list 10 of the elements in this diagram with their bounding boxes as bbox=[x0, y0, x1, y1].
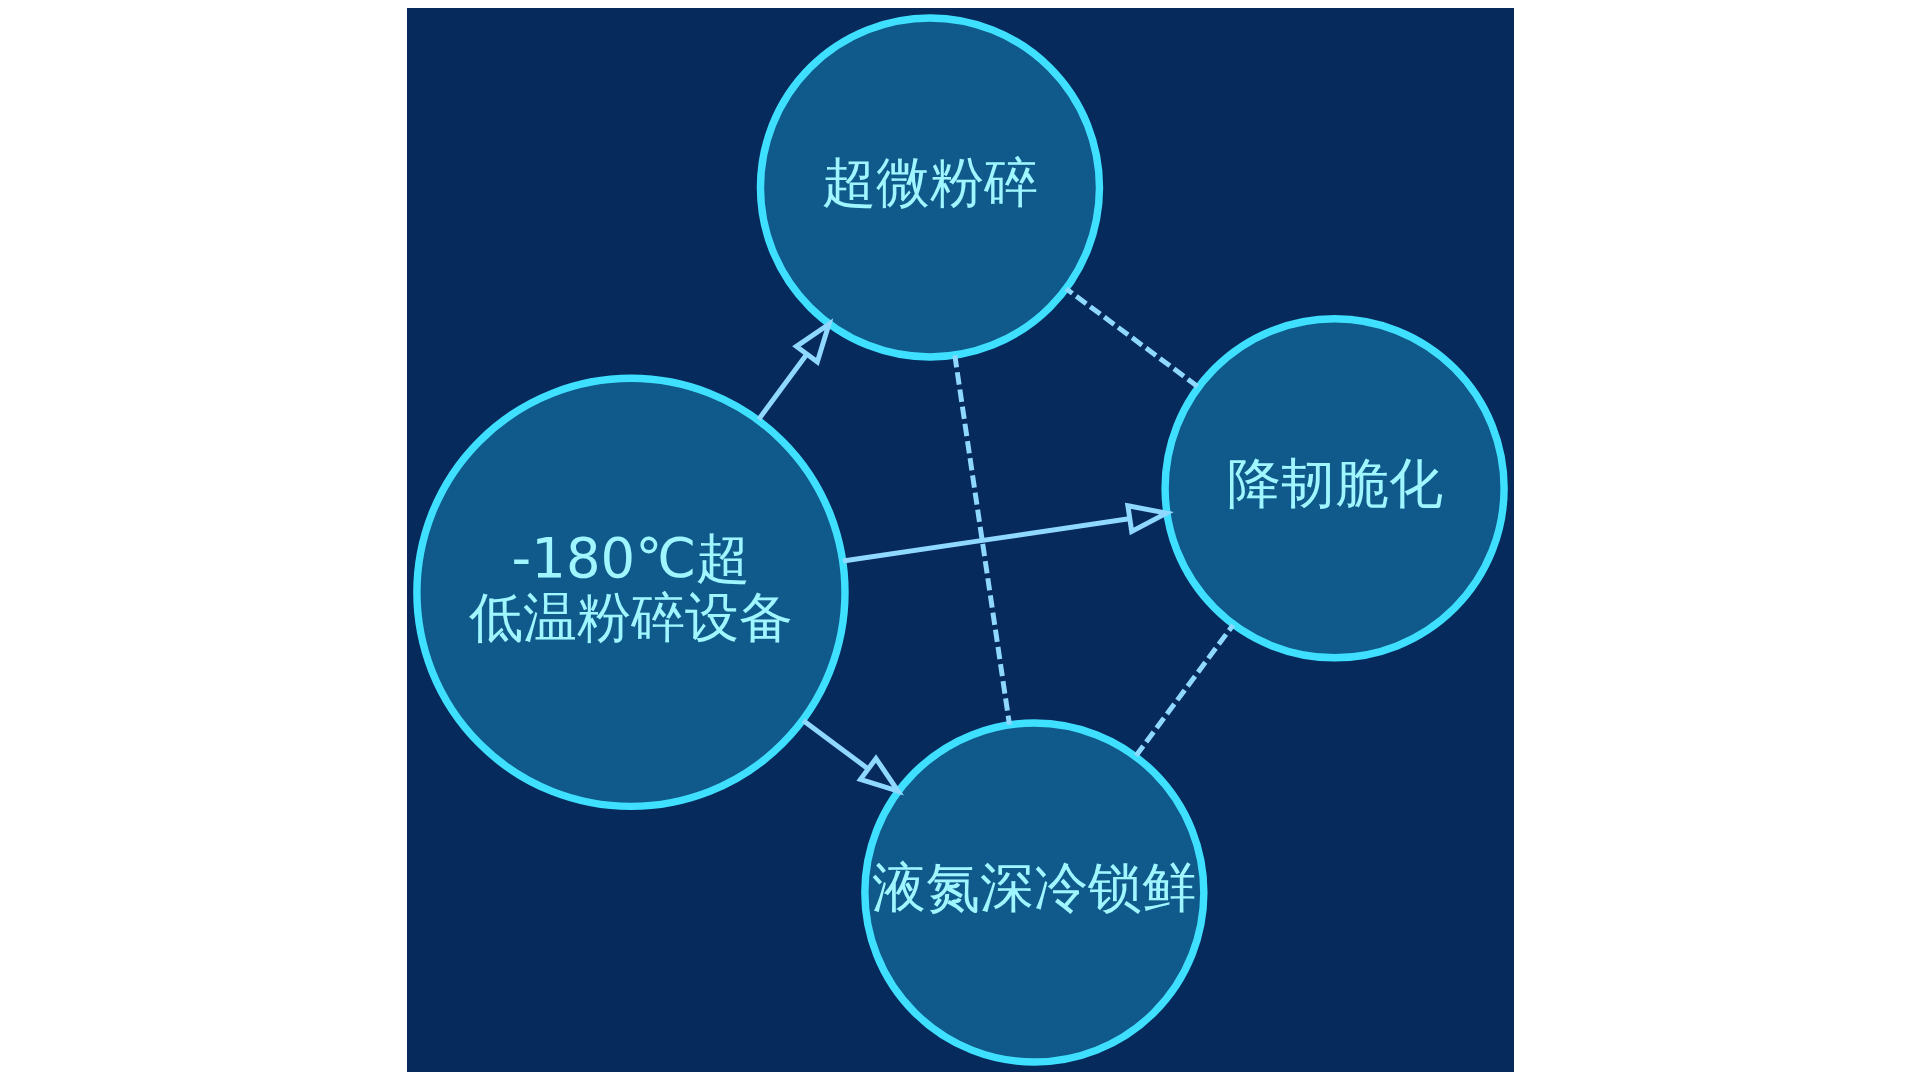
connector bbox=[1133, 623, 1235, 758]
arrow bbox=[842, 502, 1174, 564]
connector bbox=[951, 355, 1012, 725]
node-circle: 超微粉碎 bbox=[756, 14, 1103, 361]
arrow bbox=[801, 718, 904, 796]
node-circle: -180℃超低温粉碎设备 bbox=[412, 374, 849, 811]
node-circle: 液氮深冷锁鲜 bbox=[860, 719, 1208, 1066]
arrow bbox=[756, 318, 833, 421]
node-circle: 降韧脆化 bbox=[1160, 315, 1508, 662]
connector bbox=[1064, 286, 1199, 389]
